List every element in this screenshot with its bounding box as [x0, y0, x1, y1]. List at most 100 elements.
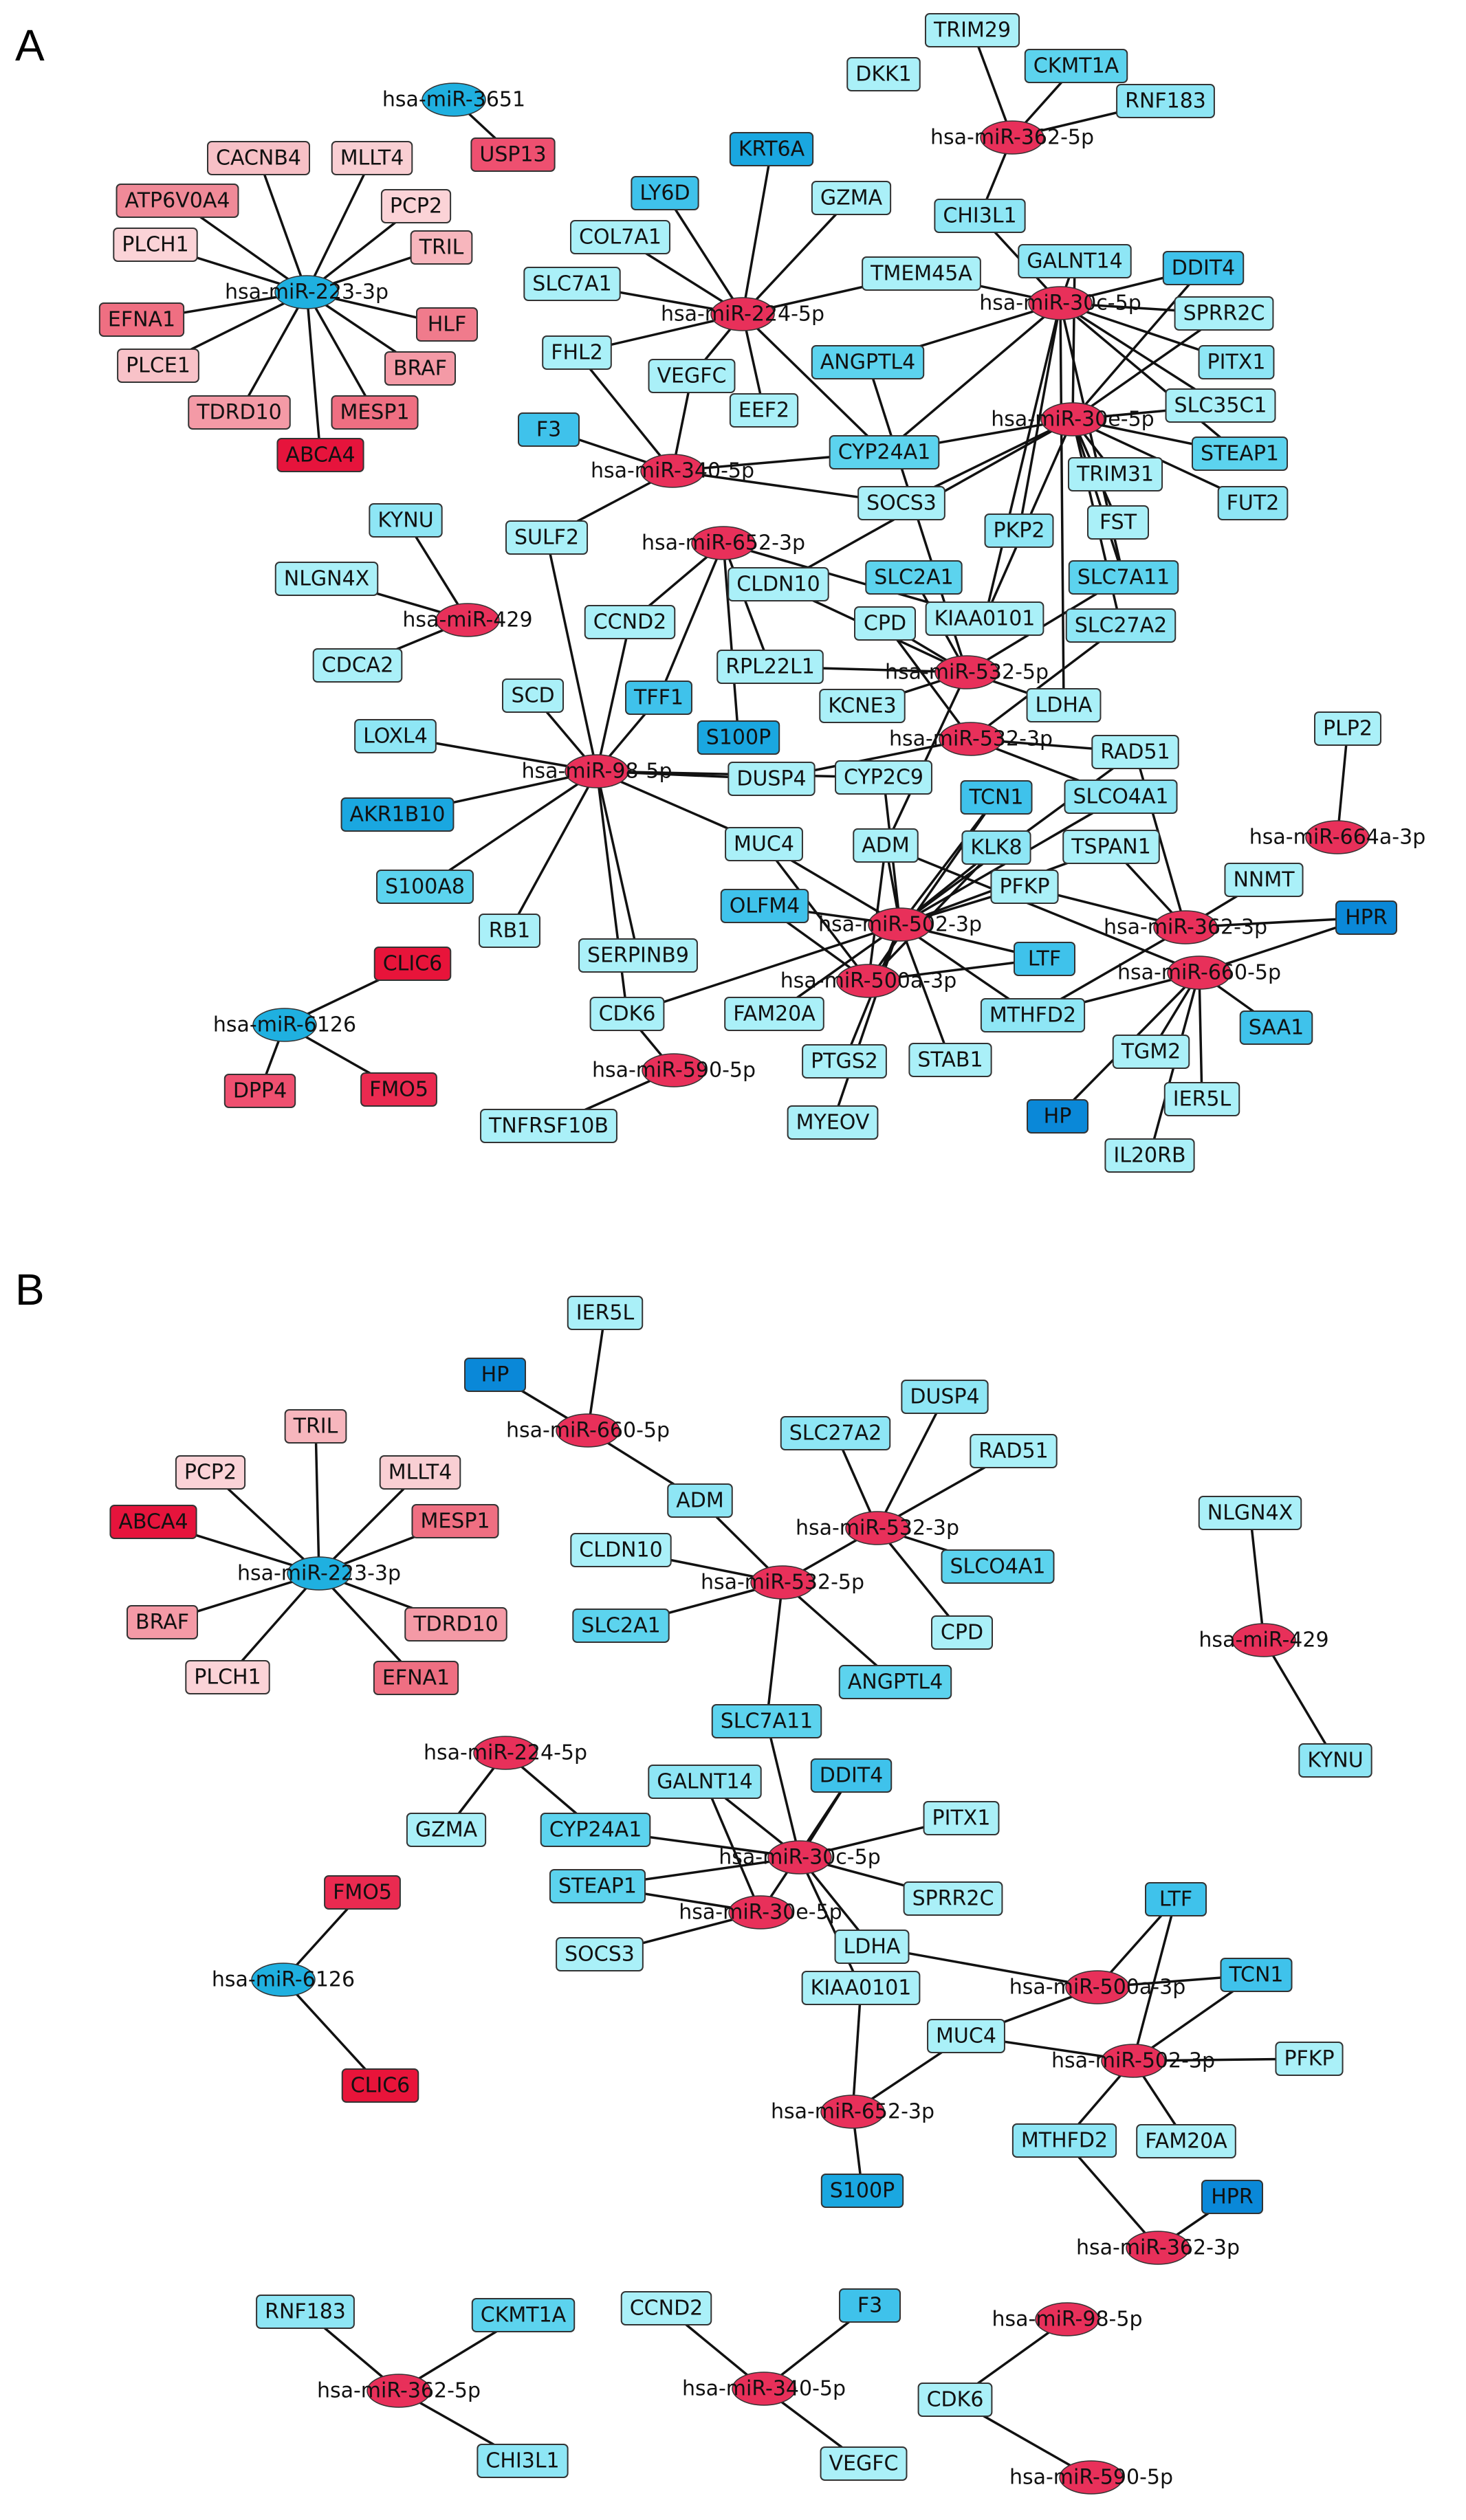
gene-node-nlgn4x-b[interactable]: NLGN4X	[1198, 1496, 1302, 1530]
mirna-node-hsa-mir-362-3p-a[interactable]: hsa-miR-362-3p	[1104, 910, 1267, 944]
gene-node-rnf183-b[interactable]: RNF183	[256, 2295, 355, 2329]
gene-node-kynu-b[interactable]: KYNU	[1298, 1743, 1372, 1778]
gene-node-dusp4-b[interactable]: DUSP4	[901, 1380, 989, 1414]
gene-node-kcne3-a[interactable]: KCNE3	[819, 689, 906, 723]
mirna-node-hsa-mir-98-5p-b[interactable]: hsa-miR-98-5p	[992, 2302, 1143, 2336]
gene-node-loxl4-a[interactable]: LOXL4	[354, 719, 437, 753]
gene-node-cdk6-b[interactable]: CDK6	[917, 2383, 993, 2417]
gene-node-mthfd2-a[interactable]: MTHFD2	[980, 998, 1086, 1032]
gene-node-pitx1-b[interactable]: PITX1	[923, 1801, 1000, 1835]
gene-node-mllt4-a[interactable]: MLLT4	[331, 141, 413, 175]
gene-node-f3-a[interactable]: F3	[518, 412, 580, 447]
mirna-node-hsa-mir-3651-a[interactable]: hsa-miR-3651	[382, 82, 525, 117]
mirna-node-hsa-mir-340-5p-a[interactable]: hsa-miR-340-5p	[591, 454, 754, 488]
gene-node-slc27a2-b[interactable]: SLC27A2	[780, 1416, 891, 1450]
gene-node-serpinb9-a[interactable]: SERPINB9	[578, 938, 698, 973]
gene-node-clic6-a[interactable]: CLIC6	[373, 947, 452, 981]
mirna-node-hsa-mir-652-3p-b[interactable]: hsa-miR-652-3p	[771, 2095, 934, 2129]
gene-node-slc7a11-b[interactable]: SLC7A11	[711, 1704, 822, 1738]
gene-node-socs3-a[interactable]: SOCS3	[857, 486, 945, 520]
gene-node-mesp1-a[interactable]: MESP1	[331, 395, 419, 430]
gene-node-rad51-b[interactable]: RAD51	[970, 1434, 1058, 1468]
gene-node-rb1-a[interactable]: RB1	[479, 914, 540, 948]
mirna-node-hsa-mir-30e-5p-a[interactable]: hsa-miR-30e-5p	[991, 402, 1155, 436]
gene-node-cpd-a[interactable]: CPD	[854, 606, 916, 641]
mirna-node-hsa-mir-660-5p-b[interactable]: hsa-miR-660-5p	[506, 1413, 670, 1448]
gene-node-braf-b[interactable]: BRAF	[127, 1605, 198, 1639]
gene-node-efna1-a[interactable]: EFNA1	[98, 302, 185, 337]
gene-node-plce1-a[interactable]: PLCE1	[117, 349, 199, 383]
gene-node-slc27a2-a[interactable]: SLC27A2	[1065, 608, 1177, 643]
gene-node-plch1-a[interactable]: PLCH1	[113, 228, 198, 262]
gene-node-fst-a[interactable]: FST	[1087, 505, 1149, 540]
gene-node-adm-a[interactable]: ADM	[853, 828, 919, 863]
mirna-node-hsa-mir-30e-5p-b[interactable]: hsa-miR-30e-5p	[679, 1895, 842, 1930]
mirna-node-hsa-mir-30c-5p-b[interactable]: hsa-miR-30c-5p	[719, 1840, 881, 1875]
gene-node-cacnb4-a[interactable]: CACNB4	[207, 141, 310, 175]
gene-node-s100a8-a[interactable]: S100A8	[376, 870, 474, 904]
gene-node-tmem45a-a[interactable]: TMEM45A	[862, 256, 981, 291]
gene-node-ddit4-a[interactable]: DDIT4	[1162, 251, 1245, 285]
mirna-node-hsa-mir-590-5p-a[interactable]: hsa-miR-590-5p	[592, 1053, 756, 1087]
gene-node-sprr2c-a[interactable]: SPRR2C	[1174, 296, 1274, 331]
gene-node-ldha-b[interactable]: LDHA	[834, 1930, 910, 1964]
gene-node-trim31-a[interactable]: TRIM31	[1067, 457, 1163, 491]
gene-node-pkp2-a[interactable]: PKP2	[984, 513, 1054, 548]
gene-node-nlgn4x-a[interactable]: NLGN4X	[274, 562, 379, 596]
gene-node-hpr-b[interactable]: HPR	[1201, 2180, 1263, 2214]
gene-node-col7a1-a[interactable]: COL7A1	[570, 220, 670, 254]
gene-node-cldn10-a[interactable]: CLDN10	[727, 567, 829, 601]
gene-node-hp-a[interactable]: HP	[1027, 1099, 1088, 1134]
gene-node-tff1-a[interactable]: TFF1	[625, 681, 692, 715]
gene-node-galnt14-a[interactable]: GALNT14	[1018, 244, 1132, 278]
gene-node-fam20a-b[interactable]: FAM20A	[1136, 2124, 1236, 2158]
gene-node-cyp2c9-a[interactable]: CYP2C9	[835, 760, 932, 795]
gene-node-fut2-a[interactable]: FUT2	[1217, 486, 1289, 520]
mirna-node-hsa-mir-664a-3p-a[interactable]: hsa-miR-664a-3p	[1249, 820, 1425, 854]
gene-node-adm-b[interactable]: ADM	[667, 1483, 733, 1518]
gene-node-gzma-b[interactable]: GZMA	[406, 1813, 487, 1847]
gene-node-ccnd2-a[interactable]: CCND2	[584, 605, 676, 639]
gene-node-tdrd10-b[interactable]: TDRD10	[404, 1607, 507, 1642]
mirna-node-hsa-mir-500a-3p-b[interactable]: hsa-miR-500a-3p	[1009, 1970, 1185, 2004]
mirna-node-hsa-mir-224-5p-b[interactable]: hsa-miR-224-5p	[424, 1736, 587, 1770]
gene-node-mllt4-b[interactable]: MLLT4	[379, 1455, 461, 1490]
gene-node-usp13-a[interactable]: USP13	[470, 137, 556, 172]
gene-node-slc2a1-b[interactable]: SLC2A1	[572, 1609, 670, 1643]
gene-node-myeov-a[interactable]: MYEOV	[787, 1105, 879, 1140]
mirna-node-hsa-mir-532-5p-b[interactable]: hsa-miR-532-5p	[701, 1565, 864, 1600]
mirna-node-hsa-mir-362-3p-b[interactable]: hsa-miR-362-3p	[1076, 2231, 1240, 2265]
mirna-node-hsa-mir-502-3p-a[interactable]: hsa-miR-502-3p	[818, 907, 982, 942]
gene-node-galnt14-b[interactable]: GALNT14	[648, 1765, 762, 1799]
mirna-node-hsa-mir-652-3p-a[interactable]: hsa-miR-652-3p	[642, 526, 805, 560]
gene-node-il20rb-a[interactable]: IL20RB	[1104, 1138, 1195, 1173]
gene-node-vegfc-a[interactable]: VEGFC	[648, 359, 736, 393]
gene-node-fam20a-a[interactable]: FAM20A	[724, 997, 824, 1031]
gene-node-olfm4-a[interactable]: OLFM4	[720, 889, 809, 923]
mirna-node-hsa-mir-340-5p-b[interactable]: hsa-miR-340-5p	[682, 2372, 846, 2406]
mirna-node-hsa-mir-590-5p-b[interactable]: hsa-miR-590-5p	[1009, 2460, 1173, 2495]
gene-node-kynu-a[interactable]: KYNU	[369, 503, 443, 538]
mirna-node-hsa-mir-224-5p-a[interactable]: hsa-miR-224-5p	[661, 297, 824, 331]
gene-node-atp6v0a4-a[interactable]: ATP6V0A4	[116, 184, 239, 218]
gene-node-ldha-a[interactable]: LDHA	[1026, 688, 1102, 722]
gene-node-muc4-a[interactable]: MUC4	[725, 827, 803, 861]
gene-node-braf-a[interactable]: BRAF	[384, 351, 456, 386]
gene-node-f3-b[interactable]: F3	[839, 2288, 901, 2323]
gene-node-clic6-b[interactable]: CLIC6	[341, 2068, 419, 2103]
gene-node-pcp2-b[interactable]: PCP2	[175, 1455, 246, 1490]
gene-node-plp2-a[interactable]: PLP2	[1314, 711, 1381, 746]
gene-node-tgm2-a[interactable]: TGM2	[1112, 1035, 1190, 1069]
gene-node-chi3l1-a[interactable]: CHI3L1	[934, 199, 1026, 233]
gene-node-slc35c1-a[interactable]: SLC35C1	[1165, 388, 1276, 423]
gene-node-cyp24a1-a[interactable]: CYP24A1	[829, 435, 940, 469]
gene-node-rnf183-a[interactable]: RNF183	[1116, 84, 1215, 118]
gene-node-ptgs2-a[interactable]: PTGS2	[802, 1044, 887, 1079]
mirna-node-hsa-mir-6126-b[interactable]: hsa-miR-6126	[212, 1963, 355, 1997]
gene-node-ckmt1a-a[interactable]: CKMT1A	[1024, 49, 1128, 83]
gene-node-pfkp-a[interactable]: PFKP	[990, 870, 1059, 904]
gene-node-rpl22l1-a[interactable]: RPL22L1	[716, 650, 824, 684]
gene-node-tril-b[interactable]: TRIL	[284, 1409, 347, 1444]
mirna-node-hsa-mir-502-3p-b[interactable]: hsa-miR-502-3p	[1051, 2044, 1215, 2078]
gene-node-vegfc-b[interactable]: VEGFC	[820, 2446, 908, 2481]
